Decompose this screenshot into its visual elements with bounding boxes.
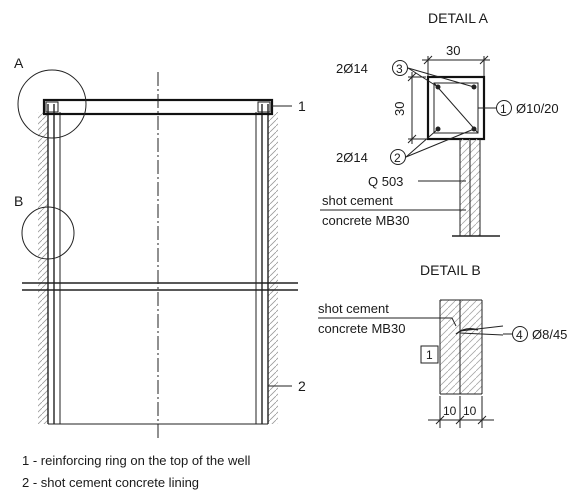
- soil-hatch-left: [38, 112, 48, 424]
- detail-b-material-1: shot cement: [318, 301, 389, 316]
- detail-b-ref-box: [420, 345, 439, 364]
- detail-a-marker: A: [14, 55, 24, 71]
- detail-a-material-2: concrete MB30: [322, 213, 409, 228]
- item2-ref: 2: [298, 378, 306, 394]
- detail-a-mesh: Q 503: [368, 174, 403, 189]
- detail-b-marker: B: [14, 193, 23, 209]
- detail-a-title: DETAIL A: [428, 10, 489, 26]
- detail-b-circle: [21, 206, 75, 260]
- legend-item-1: 1 - reinforcing ring on the top of the w…: [22, 453, 250, 468]
- detail-a-bottom-bars: 2Ø14: [336, 150, 368, 165]
- detail-b-material-2: concrete MB30: [318, 321, 405, 336]
- detail-b: [318, 299, 528, 428]
- well-section: [17, 69, 298, 440]
- detail-a-material-1: shot cement: [322, 193, 393, 208]
- detail-a-dim-top: 30: [446, 43, 460, 58]
- detail-b-dim-left: 10: [443, 404, 457, 418]
- item1-ref: 1: [298, 98, 306, 114]
- anchor-callout-4: [512, 326, 528, 342]
- bar-callout-3: [392, 60, 408, 76]
- detail-b-anchor-num: 4: [516, 328, 523, 342]
- detail-a: [320, 55, 512, 237]
- detail-a-bottom-bars-num: 2: [394, 151, 401, 165]
- bar-callout-2: [390, 149, 406, 165]
- detail-a-top-bars-num: 3: [396, 62, 403, 76]
- detail-a-stirrup-num: 1: [500, 102, 507, 116]
- detail-a-stirrup: Ø10/20: [516, 101, 559, 116]
- soil-hatch-right: [268, 112, 278, 424]
- detail-a-top-bars: 2Ø14: [336, 61, 368, 76]
- detail-a-circle: [17, 69, 87, 139]
- detail-b-anchor: Ø8/45: [532, 327, 567, 342]
- detail-a-dim-side: 30: [392, 102, 407, 116]
- detail-b-box-ref: 1: [426, 348, 433, 362]
- detail-b-dim-right: 10: [463, 404, 477, 418]
- stirrup-callout-1: [496, 100, 512, 116]
- detail-b-title: DETAIL B: [420, 262, 481, 278]
- legend-item-2: 2 - shot cement concrete lining: [22, 475, 199, 490]
